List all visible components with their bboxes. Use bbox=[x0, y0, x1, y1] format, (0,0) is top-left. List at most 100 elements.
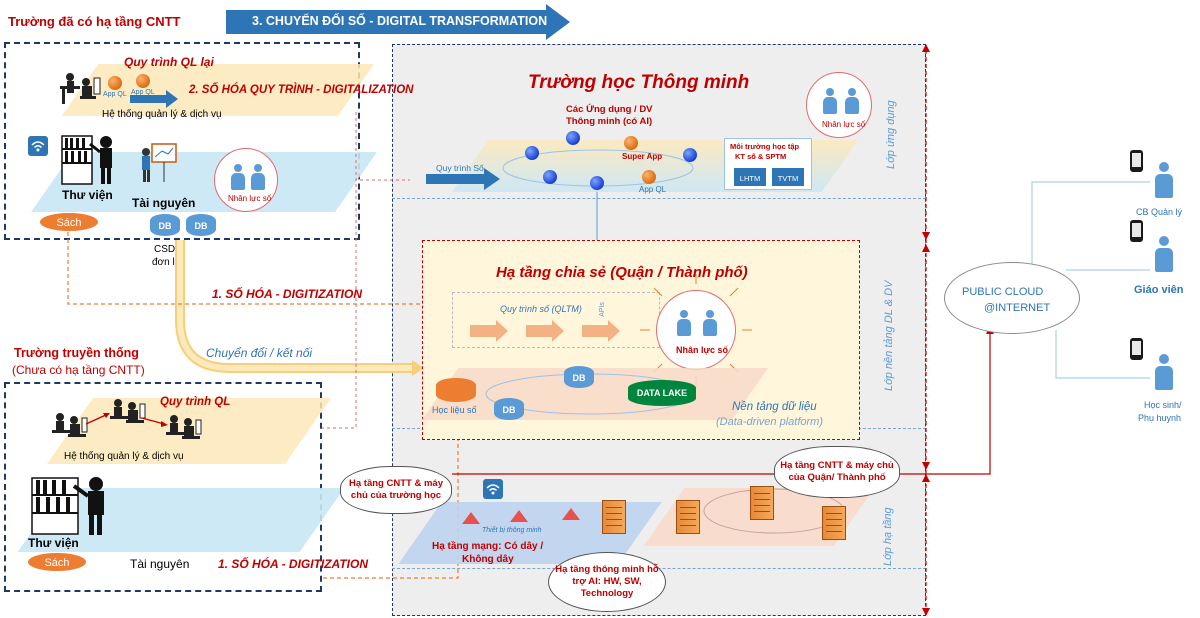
ai-infra-bubble: Hạ tầng thông minh hỗ trợ AI: HW, SW, Te… bbox=[548, 552, 666, 612]
left-bottom-library-icon bbox=[30, 474, 120, 543]
left-top-library-label: Thư viện bbox=[62, 188, 113, 202]
app-label-1: App QL bbox=[103, 91, 127, 98]
left-top-resources-label: Tài nguyên bbox=[132, 196, 196, 210]
smart-ball-5 bbox=[590, 176, 604, 190]
left-bottom-workers-1 bbox=[52, 412, 88, 449]
server-1 bbox=[602, 500, 626, 534]
left-bottom-book: Sách bbox=[28, 553, 86, 571]
left-bottom-red-arrows bbox=[86, 413, 168, 427]
student-label-1: Học sinh/ bbox=[1144, 400, 1182, 410]
left-bottom-resources-label: Tài nguyên bbox=[130, 557, 190, 571]
smart-person-1 bbox=[822, 88, 838, 114]
school-infra-bubble: Hạ tầng CNTT & máy chủ của trường học bbox=[340, 466, 452, 514]
cloud-label-2: @INTERNET bbox=[984, 302, 1051, 314]
super-app-label: Super App bbox=[622, 152, 663, 161]
data-platform-label-1: Nền tảng dữ liệu bbox=[732, 401, 817, 413]
left-bottom-workers-2 bbox=[110, 398, 146, 435]
traditional-subtitle: (Chưa có hạ tầng CNTT) bbox=[12, 363, 145, 377]
left-top-hr-label: Nhân lực số bbox=[228, 194, 272, 203]
banner-arrow: 3. CHUYỂN ĐỔI SỐ - DIGITAL TRANSFORMATIO… bbox=[226, 4, 570, 40]
infra-wifi-icon bbox=[483, 479, 503, 499]
smart-ball-super bbox=[624, 136, 638, 150]
left-top-db-1: DB bbox=[150, 214, 180, 236]
smart-process-label: Quy trình Số bbox=[436, 163, 484, 173]
shared-process-label: Quy trình số (QLTM) bbox=[500, 304, 582, 314]
smart-env-label-1: Môi trường học tập bbox=[730, 142, 800, 151]
layer-divider bbox=[922, 44, 930, 616]
left-bottom-workers-3 bbox=[166, 414, 202, 451]
smart-ball-3 bbox=[683, 148, 697, 162]
network-label-2: Không dây bbox=[462, 554, 514, 565]
app-ball-2 bbox=[136, 74, 150, 88]
public-cloud bbox=[944, 262, 1080, 334]
left-title: Trường đã có hạ tầng CNTT bbox=[8, 14, 181, 29]
tvtm-box: TVTM bbox=[772, 168, 804, 186]
manager-phone-icon bbox=[1130, 150, 1143, 172]
connect-label: Chuyển đổi / kết nối bbox=[206, 346, 313, 360]
teacher-phone-icon bbox=[1130, 220, 1143, 242]
left-top-system-label: Hệ thống quản lý & dịch vụ bbox=[102, 109, 222, 120]
smart-apps-label-1: Các Ứng dụng / DV bbox=[566, 104, 653, 115]
traditional-title: Trường truyền thống bbox=[14, 346, 139, 360]
left-bottom-book-label: Sách bbox=[44, 557, 70, 569]
left-top-book-label: Sách bbox=[56, 217, 82, 229]
wifi-icon bbox=[28, 136, 48, 156]
library-icon bbox=[60, 132, 122, 193]
left-bottom-system-label: Hệ thống quản lý & dịch vụ bbox=[64, 451, 184, 462]
left-top-process-title: Quy trình QL lại bbox=[124, 55, 214, 69]
learning-db bbox=[436, 378, 476, 402]
left-bottom-library-label: Thư viện bbox=[28, 536, 79, 550]
smart-person-2 bbox=[844, 88, 860, 114]
separator-1 bbox=[392, 198, 926, 199]
shared-hr-label: Nhân lực số bbox=[676, 345, 729, 355]
left-top-person-2 bbox=[250, 164, 266, 190]
presenter-icon bbox=[138, 142, 178, 191]
shared-process-arrows bbox=[470, 320, 620, 342]
server-4 bbox=[822, 506, 846, 540]
banner-text: 3. CHUYỂN ĐỔI SỐ - DIGITAL TRANSFORMATIO… bbox=[252, 14, 548, 28]
smart-hr-label: Nhân lực số bbox=[822, 120, 866, 129]
digitization-top-label: 1. SỐ HÓA - DIGITIZATION bbox=[212, 287, 362, 301]
server-2 bbox=[676, 500, 700, 534]
apis-label: APIs bbox=[598, 302, 606, 317]
server-3 bbox=[750, 486, 774, 520]
network-label-1: Hạ tầng mạng: Có dây / bbox=[432, 541, 544, 552]
smart-ball-4 bbox=[543, 170, 557, 184]
teacher-person-icon bbox=[1154, 236, 1174, 272]
learning-label: Học liệu số bbox=[432, 405, 477, 415]
device-label: Thiết bị thông minh bbox=[482, 527, 542, 534]
student-label-2: Phụ huynh bbox=[1138, 413, 1182, 423]
student-person-icon bbox=[1154, 354, 1174, 390]
lhtm-label: LHTM bbox=[739, 174, 761, 183]
single-db-label-2: đơn lẻ bbox=[152, 257, 181, 268]
workers-illustration bbox=[60, 73, 101, 104]
digitization-bottom-label: 1. SỐ HÓA - DIGITIZATION bbox=[218, 557, 368, 571]
shared-db-2: DB bbox=[494, 398, 524, 420]
router-1 bbox=[462, 512, 480, 524]
single-db-label-1: CSDL bbox=[154, 244, 181, 255]
teacher-label: Giáo viên bbox=[1134, 284, 1184, 296]
shared-person-2 bbox=[702, 310, 718, 336]
smart-school-title: Trường học Thông minh bbox=[528, 72, 750, 93]
shared-person-1 bbox=[676, 310, 692, 336]
app-ball-1 bbox=[108, 76, 122, 90]
smart-ball-1 bbox=[525, 146, 539, 160]
router-2 bbox=[510, 510, 528, 522]
workers-icon bbox=[58, 72, 102, 113]
cloud-label-1: PUBLIC CLOUD bbox=[962, 286, 1044, 298]
shared-title: Hạ tầng chia sẻ (Quận / Thành phố) bbox=[496, 264, 748, 281]
left-top-hr-circle bbox=[214, 148, 278, 212]
process-arrow bbox=[130, 90, 178, 113]
smart-hr-circle bbox=[806, 72, 872, 138]
city-infra-bubble: Hạ tầng CNTT & máy chủ của Quận/ Thành p… bbox=[774, 446, 900, 498]
shared-hr-circle bbox=[656, 290, 736, 370]
datalake: DATA LAKE bbox=[628, 380, 696, 406]
digitalization-label: 2. SỐ HÓA QUY TRÌNH - DIGITALIZATION bbox=[189, 84, 414, 96]
datalake-label: DATA LAKE bbox=[636, 388, 688, 398]
left-top-book: Sách bbox=[40, 213, 98, 231]
manager-person-icon bbox=[1154, 162, 1174, 198]
lhtm-box: LHTM bbox=[734, 168, 766, 186]
smart-apps-label-2: Thông minh (có AI) bbox=[566, 116, 653, 127]
shared-db-1: DB bbox=[564, 366, 594, 388]
smart-ball-app bbox=[642, 170, 656, 184]
